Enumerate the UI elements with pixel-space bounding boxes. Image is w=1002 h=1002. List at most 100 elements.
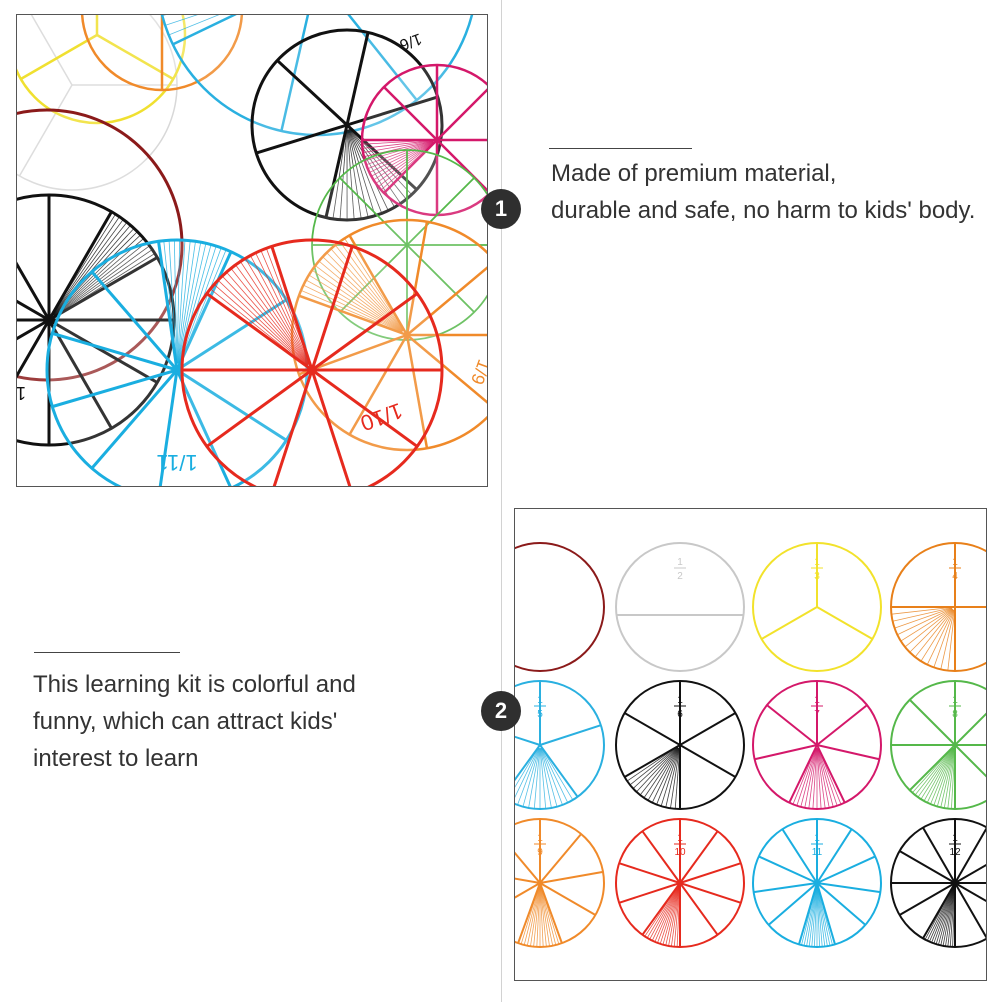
sector-line — [954, 882, 986, 903]
sector-line — [816, 855, 876, 884]
hatch-line — [813, 886, 818, 947]
sector-line — [515, 877, 541, 884]
hatch-line — [651, 747, 679, 803]
hatch-line — [349, 128, 412, 195]
hatch-line — [940, 748, 955, 808]
sector-line — [17, 299, 50, 322]
sector-line — [405, 334, 429, 449]
circle-outline — [615, 542, 745, 672]
hatch-line — [541, 747, 574, 801]
hatch-line — [240, 261, 309, 365]
hatch-line — [945, 886, 955, 947]
hatch-line — [322, 256, 404, 332]
hatch-line — [533, 886, 541, 947]
sector-line — [383, 139, 438, 194]
hatch-line — [515, 747, 539, 798]
sector-line — [310, 369, 352, 486]
hatch-line — [326, 252, 404, 332]
feature-1-divider — [549, 148, 692, 149]
sector-line — [47, 319, 113, 430]
sector-line — [324, 124, 349, 218]
hatch-line — [540, 748, 552, 809]
hatch-line — [300, 289, 402, 334]
sector-line — [679, 882, 719, 936]
center-divider-line — [501, 0, 502, 1002]
hatch-line — [530, 886, 540, 947]
sector-line — [205, 292, 313, 372]
circle-outline — [515, 542, 605, 672]
fraction-circle-5 — [515, 680, 605, 810]
hatch-line — [226, 271, 309, 366]
hatch-line — [891, 606, 952, 615]
hatch-line — [165, 15, 198, 26]
hatch-line — [816, 886, 823, 947]
hatch-line — [933, 885, 955, 944]
sector-line — [17, 319, 51, 379]
hatch-line — [349, 128, 401, 204]
hatch-line — [540, 747, 563, 806]
sector-line — [761, 606, 818, 640]
hatch-line — [651, 885, 679, 941]
blue-circle-bottom — [45, 238, 309, 486]
red-circle-bottom — [180, 238, 444, 486]
hatch-line — [636, 747, 679, 793]
sector-line — [255, 123, 348, 155]
hatch-line — [817, 747, 838, 806]
sector-line — [679, 712, 736, 746]
sector-line — [158, 369, 179, 486]
hatch-line — [649, 885, 679, 940]
sector-line — [175, 369, 232, 486]
hatch-line — [517, 747, 540, 806]
hatch-line — [255, 252, 310, 365]
hatch-line — [812, 748, 818, 809]
hatch-line — [53, 241, 147, 317]
hatch-line — [931, 885, 955, 943]
circle-outline — [180, 238, 444, 486]
hatch-line — [52, 216, 120, 316]
hatch-line — [177, 242, 202, 364]
hatch-line — [942, 886, 955, 946]
fraction-denominator-6: 6 — [677, 709, 683, 720]
sector-line — [899, 850, 956, 884]
hatch-line — [540, 886, 557, 946]
sector-line — [539, 724, 602, 746]
closeup-fraction-circles: 1/111/101/61/91 — [17, 15, 487, 486]
sector-line — [436, 88, 487, 141]
fraction-circle-1 — [515, 542, 605, 672]
hatch-line — [362, 140, 434, 149]
hatch-line — [947, 748, 956, 809]
hatch-line — [348, 129, 376, 216]
fraction-numerator-3: 1 — [814, 557, 820, 568]
hatch-line — [926, 747, 954, 803]
sector-line — [753, 882, 818, 894]
hatch-line — [163, 240, 177, 364]
hatch-line — [892, 607, 952, 622]
sector-line — [766, 704, 818, 746]
hatch-line — [914, 609, 954, 658]
hatch-line — [800, 747, 817, 808]
sector-line — [618, 862, 681, 884]
sector-line — [47, 210, 113, 321]
sector-line — [276, 59, 349, 127]
hatch-line — [349, 128, 395, 208]
circle-outline — [17, 15, 187, 125]
hatch-line — [626, 746, 678, 782]
hatch-line — [371, 141, 434, 177]
hatch-line — [176, 240, 181, 364]
feature-1-line-1: Made of premium material, — [551, 160, 837, 187]
hatch-line — [938, 885, 955, 945]
hatch-line — [523, 886, 540, 946]
sector-line — [758, 855, 818, 884]
hatch-line — [53, 234, 141, 317]
fraction-numerator-7: 1 — [814, 695, 820, 706]
hatch-line — [900, 608, 953, 642]
hatch-line — [671, 886, 680, 947]
sector-line — [48, 318, 159, 384]
hatch-line — [656, 747, 680, 805]
hatch-line — [660, 747, 680, 807]
hatch-line — [629, 746, 678, 786]
sector-line — [172, 15, 237, 46]
hatch-line — [816, 748, 822, 809]
hatch-line — [659, 885, 680, 944]
